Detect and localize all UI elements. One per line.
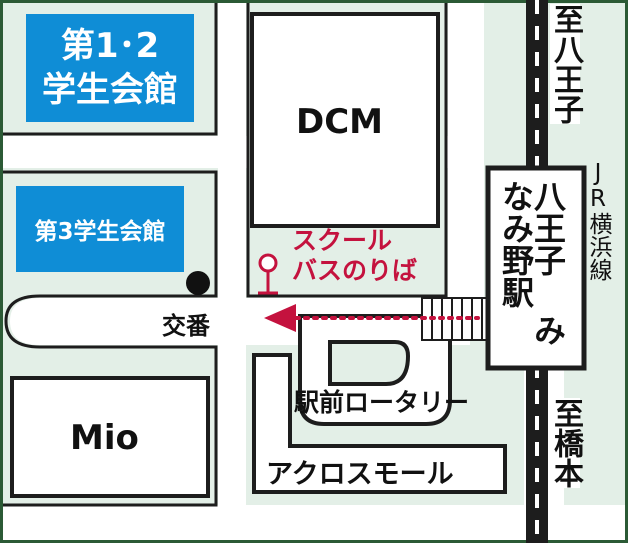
rotary-label: 駅前ロータリー (294, 388, 470, 417)
across-mall-label: アクロスモール (266, 459, 454, 490)
dcm-building (250, 12, 440, 228)
koban-label: 交番 (162, 312, 210, 340)
to-hashimoto-label: 至橋本 (548, 398, 583, 488)
rotary (298, 314, 452, 426)
bus-stop-pin-icon (258, 253, 278, 295)
station-line2: みなみ野駅 (497, 180, 567, 346)
mio-label: Mio (70, 418, 139, 458)
station-line1: 八王子 (529, 180, 567, 276)
student-hall-12-line1: 第1･2 (60, 26, 160, 66)
student-hall-3-label: 第3学生会館 (34, 219, 166, 245)
student-hall-3-box: 第3学生会館 (16, 186, 184, 272)
school-bus-line2: バスのりば (292, 256, 418, 285)
jr-line-label: JR横浜線 (585, 160, 611, 281)
school-bus-line1: スクール (292, 226, 393, 255)
station-building (485, 165, 587, 371)
student-hall-12-box: 第1･2 学生会館 (26, 14, 194, 122)
across-mall-building (252, 353, 507, 494)
station-name: 八王子 みなみ野駅 (497, 180, 567, 360)
koban-marker (186, 271, 210, 295)
school-bus-label: スクール バスのりば (292, 226, 417, 286)
route-arrow (264, 304, 480, 332)
mio-building (10, 376, 210, 498)
to-hachioji-label: 至八王子 (548, 4, 583, 124)
dcm-label: DCM (296, 102, 384, 142)
student-hall-12-line2: 学生会館 (42, 70, 178, 110)
